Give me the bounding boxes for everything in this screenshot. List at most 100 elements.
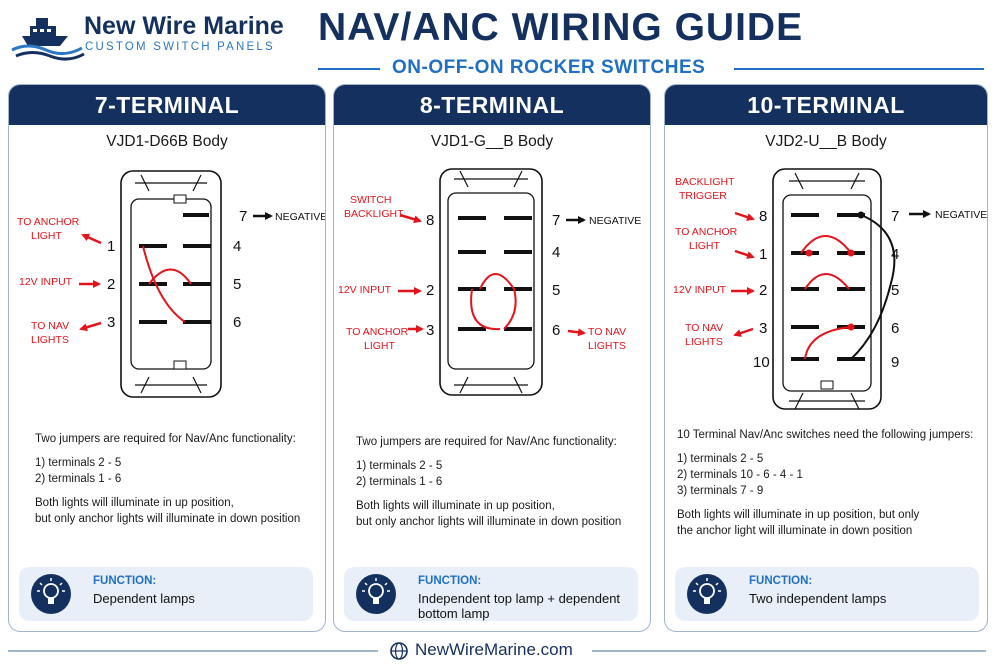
description: 10 Terminal Nav/Anc switches need the fo…	[677, 427, 979, 539]
arrow-nav	[567, 328, 586, 337]
terminal-3: 3	[107, 314, 115, 331]
label-anchor-line2: LIGHT	[689, 240, 721, 252]
switch-diagram-7: 7 1 2 3 4 5 6 NEGATIVE TO ANCHOR LIGHT 1…	[17, 170, 325, 398]
terminal-1: 1	[759, 246, 767, 263]
lightbulb-icon	[687, 574, 727, 614]
terminal-6: 6	[233, 314, 241, 331]
jumper-2-5	[148, 268, 192, 285]
function-value: Two independent lamps	[749, 591, 887, 606]
label-nav-line1: TO NAV	[588, 326, 626, 338]
description-intro: 10 Terminal Nav/Anc switches need the fo…	[677, 429, 974, 441]
description-note: Both lights will illuminate in up positi…	[356, 500, 555, 512]
description-intro: Two jumpers are required for Nav/Anc fun…	[356, 436, 617, 448]
lightbulb-icon	[31, 574, 71, 614]
terminal-5: 5	[891, 282, 899, 299]
terminal-3: 3	[426, 322, 434, 339]
jumper-points	[805, 249, 855, 331]
switch-diagram-8: 8 2 3 7 4 5 6 NEGATIVE SWITCH BACKLIGHT …	[338, 168, 641, 396]
arrow-anchor	[734, 249, 755, 259]
function-box: FUNCTION: Independent top lamp + depende…	[344, 567, 638, 621]
description-note: but only anchor lights will illuminate i…	[35, 513, 301, 525]
label-backlight-line2: BACKLIGHT	[344, 208, 404, 220]
label-backlight-line1: BACKLIGHT	[675, 176, 735, 188]
label-anchor-line2: LIGHT	[364, 340, 396, 352]
description-intro: Two jumpers are required for Nav/Anc fun…	[35, 433, 296, 445]
label-anchor-line1: TO ANCHOR	[17, 216, 80, 228]
arrow-nav	[79, 321, 102, 332]
description-note: Both lights will illuminate in up positi…	[677, 509, 920, 521]
subtitle-rule-left	[318, 68, 380, 70]
label-nav-line1: TO NAV	[685, 322, 723, 334]
jumper-item: 2) terminals 1 - 6	[356, 476, 443, 488]
description-note: the anchor light will illuminate in down…	[677, 525, 913, 537]
footer-rule-right	[592, 650, 986, 652]
ship-icon	[11, 18, 85, 61]
terminal-6: 6	[552, 322, 560, 339]
panel-heading: 8-TERMINAL	[334, 85, 650, 125]
label-anchor-line1: TO ANCHOR	[346, 326, 409, 338]
body-model: VJD1-D66B Body	[106, 133, 228, 150]
jumper-item: 1) terminals 2 - 5	[35, 457, 122, 469]
function-box: FUNCTION: Dependent lamps	[19, 567, 313, 621]
terminal-5: 5	[552, 282, 560, 299]
page-title: NAV/ANC WIRING GUIDE	[318, 6, 804, 49]
label-backlight-line2: TRIGGER	[679, 190, 727, 202]
terminal-6: 6	[891, 320, 899, 337]
label-backlight-line1: SWITCH	[350, 194, 391, 206]
brand-name: New Wire Marine	[84, 12, 284, 40]
footer-url[interactable]: NewWireMarine.com	[415, 640, 573, 659]
label-nav-line1: TO NAV	[31, 320, 69, 332]
label-anchor-line1: TO ANCHOR	[675, 226, 738, 238]
label-anchor-line2: LIGHT	[31, 230, 63, 242]
jumper-point	[857, 211, 865, 219]
jumper-item: 2) terminals 10 - 6 - 4 - 1	[677, 469, 803, 481]
label-input: 12V INPUT	[673, 284, 727, 296]
terminal-5: 5	[233, 276, 241, 293]
jumper-item: 2) terminals 1 - 6	[35, 473, 122, 485]
terminal-2: 2	[107, 276, 115, 293]
terminal-10: 10	[753, 354, 770, 371]
function-label: FUNCTION:	[749, 575, 813, 587]
switch-diagram-10: 8 1 2 3 10 7 4 5 6 9 NEGATIVE BACKLIGHT …	[673, 168, 987, 410]
terminal-7: 7	[891, 208, 899, 225]
label-nav-line2: LIGHTS	[31, 334, 69, 346]
page-subtitle: ON-OFF-ON ROCKER SWITCHES	[392, 57, 706, 78]
panel-10-terminal: 10-TERMINAL VJD2-U__B Body 8 1 2 3 10 7 …	[664, 84, 988, 632]
label-nav-line2: LIGHTS	[588, 340, 626, 352]
subtitle-rule-right	[734, 68, 984, 70]
terminal-1: 1	[107, 238, 115, 255]
body-model: VJD2-U__B Body	[765, 133, 887, 150]
label-negative: NEGATIVE	[275, 211, 325, 223]
description: Two jumpers are required for Nav/Anc fun…	[356, 434, 644, 530]
arrow-backlight	[399, 213, 422, 224]
label-input: 12V INPUT	[19, 276, 73, 288]
terminal-7: 7	[239, 208, 247, 225]
terminal-2: 2	[759, 282, 767, 299]
jumper-item: 1) terminals 2 - 5	[356, 460, 443, 472]
globe-icon	[390, 642, 408, 660]
jumper-item: 1) terminals 2 - 5	[677, 453, 764, 465]
function-label: FUNCTION:	[418, 575, 482, 587]
jumper-1-6	[142, 245, 186, 323]
terminal-9: 9	[891, 354, 899, 371]
switch-housing	[439, 168, 543, 396]
description: Two jumpers are required for Nav/Anc fun…	[35, 431, 319, 527]
description-note: Both lights will illuminate in up positi…	[35, 497, 234, 509]
terminal-4: 4	[891, 246, 899, 263]
jumpers	[470, 273, 517, 331]
body-model: VJD1-G__B Body	[430, 133, 554, 150]
function-label: FUNCTION:	[93, 575, 157, 587]
function-value: Dependent lamps	[93, 591, 195, 606]
arrow-anchor	[81, 233, 102, 245]
jumpers-red	[800, 235, 852, 360]
function-value: Independent top lamp + dependent bottom …	[418, 591, 621, 621]
lightbulb-icon	[356, 574, 396, 614]
panel-heading: 10-TERMINAL	[665, 85, 987, 125]
arrow-nav	[733, 327, 754, 337]
terminal-8: 8	[759, 208, 767, 225]
footer-rule-left	[8, 650, 378, 652]
jumper-item: 3) terminals 7 - 9	[677, 485, 764, 497]
terminal-blades	[458, 216, 532, 331]
jumper-7-9	[850, 214, 896, 360]
label-negative: NEGATIVE	[589, 215, 641, 227]
